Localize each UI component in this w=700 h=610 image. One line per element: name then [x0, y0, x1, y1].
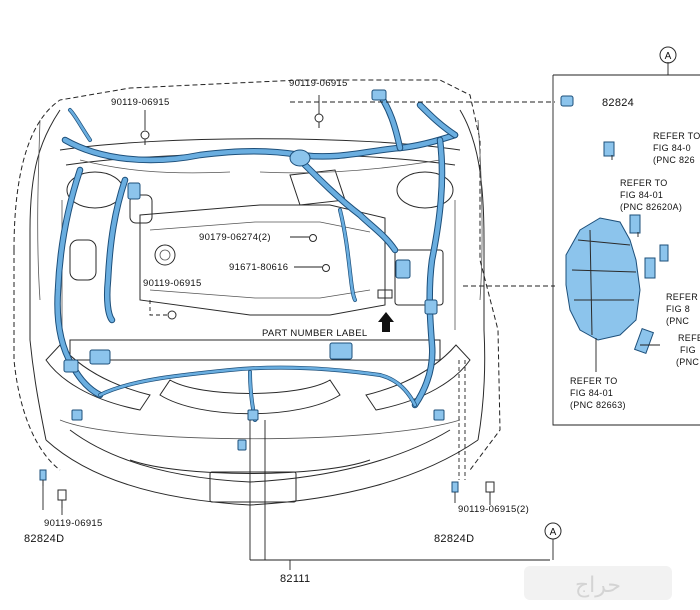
- fender-left-dashed: [13, 250, 61, 471]
- harness-connector: [63, 359, 79, 373]
- coolant-reservoir: [69, 239, 97, 281]
- bolt-part-number: 90119-06915: [111, 97, 170, 108]
- svg-text:(PNC 82620A): (PNC 82620A): [620, 202, 682, 212]
- connector-icon: [603, 141, 615, 157]
- watermark-logo: حراج: [524, 566, 672, 600]
- license-plate: [209, 471, 297, 503]
- bolt-part-number: 90119-06915(2): [458, 504, 529, 515]
- svg-text:حراج: حراج: [575, 573, 621, 598]
- bolt-icon: [451, 481, 459, 493]
- harness-connector: [371, 89, 387, 101]
- connector-icon: [560, 95, 574, 107]
- hood-dashed-outline: [13, 79, 501, 471]
- harness-grommet: [289, 149, 311, 167]
- harness-connector: [71, 409, 83, 421]
- fuse-icon: [659, 244, 669, 262]
- svg-text:(PNC 82663): (PNC 82663): [570, 400, 626, 410]
- svg-text:(PNC: (PNC: [676, 357, 699, 367]
- bolt-part-number: 90119-06915: [289, 78, 348, 89]
- svg-text:FIG: FIG: [680, 345, 696, 355]
- right-headlight: [365, 344, 471, 411]
- part-82824d-left: 82824D: [24, 533, 64, 545]
- clip-part-number: 91671-80616: [229, 262, 288, 273]
- part-number-label-text: PART NUMBER LABEL: [262, 328, 367, 339]
- part-82824: 82824: [602, 97, 634, 109]
- svg-text:REFER TO: REFER TO: [620, 178, 668, 188]
- bolt-icon: [39, 469, 47, 486]
- upper-grille: [159, 379, 341, 415]
- relay-block: [565, 217, 641, 341]
- hood-line-right: [477, 119, 483, 301]
- svg-text:REFER TO: REFER TO: [570, 376, 618, 386]
- refer-note-4: REFE FIG (PNC: [676, 333, 700, 367]
- harness-connector: [237, 439, 247, 451]
- harness-connector: [395, 259, 411, 279]
- harness-connector: [424, 299, 438, 315]
- bolt-icon: [57, 489, 67, 508]
- clip-part-number: 90179-06274(2): [199, 232, 271, 243]
- fuse-icon: [644, 257, 656, 279]
- bolt-icon: [314, 113, 324, 128]
- callout-a-bottom: A: [544, 522, 562, 540]
- wire-harness: [54, 89, 459, 451]
- svg-text:FIG 8: FIG 8: [666, 304, 690, 314]
- svg-text:REFER TO: REFER TO: [653, 131, 700, 141]
- front-bumper-inner: [69, 429, 451, 483]
- relay-icon: [633, 327, 655, 355]
- svg-text:(PNC: (PNC: [666, 316, 689, 326]
- callout-a-top: A: [659, 46, 677, 64]
- svg-text:REFER: REFER: [666, 292, 698, 302]
- relay-block-assembly: [565, 141, 669, 372]
- bolt-icon: [167, 310, 177, 320]
- harness-connector: [247, 409, 259, 421]
- relay-icon: [629, 214, 641, 234]
- leader-lines: [42, 62, 700, 570]
- clip-icon: [322, 264, 330, 272]
- harness-connector: [329, 342, 353, 360]
- right-strut-tower: [396, 171, 454, 209]
- svg-text:FIG 84-0: FIG 84-0: [653, 143, 691, 153]
- bolt-part-number: 90119-06915: [143, 278, 202, 289]
- left-fender: [29, 109, 61, 441]
- callout-a-label: A: [550, 527, 557, 538]
- brake-reservoir: [129, 194, 153, 224]
- harness-connector: [127, 182, 141, 200]
- bolt-part-number: 90119-06915: [44, 518, 103, 529]
- oil-cap: [154, 244, 176, 266]
- bolt-icon: [485, 481, 495, 500]
- refer-note-3: REFER FIG 8 (PNC: [666, 292, 698, 326]
- harness-connector: [433, 409, 445, 421]
- bumper-crease: [59, 419, 461, 440]
- svg-text:(PNC 826: (PNC 826: [653, 155, 695, 165]
- bolt-icon: [140, 130, 150, 145]
- wiper-linkage: [79, 159, 441, 174]
- battery: [394, 249, 444, 306]
- harness-connector: [89, 349, 111, 365]
- svg-text:REFE: REFE: [678, 333, 700, 343]
- callout-a-label: A: [665, 51, 672, 62]
- engine-block: [139, 204, 386, 316]
- refer-note-1: REFER TO FIG 84-0 (PNC 826: [653, 131, 700, 165]
- part-82111: 82111: [280, 573, 310, 585]
- svg-text:FIG 84-01: FIG 84-01: [570, 388, 613, 398]
- refer-note-5: REFER TO FIG 84-01 (PNC 82663): [570, 376, 626, 410]
- label-arrow-icon: [377, 289, 394, 332]
- refer-note-2: REFER TO FIG 84-01 (PNC 82620A): [620, 178, 682, 212]
- part-82824d-right: 82824D: [434, 533, 474, 545]
- svg-text:FIG 84-01: FIG 84-01: [620, 190, 663, 200]
- radiator-support: [69, 339, 441, 361]
- right-fender: [459, 109, 486, 441]
- part-labels: 90119-06915 90119-06915 90179-06274(2) 9…: [24, 78, 634, 585]
- clip-icon: [309, 234, 317, 242]
- hood-line-left: [37, 119, 41, 301]
